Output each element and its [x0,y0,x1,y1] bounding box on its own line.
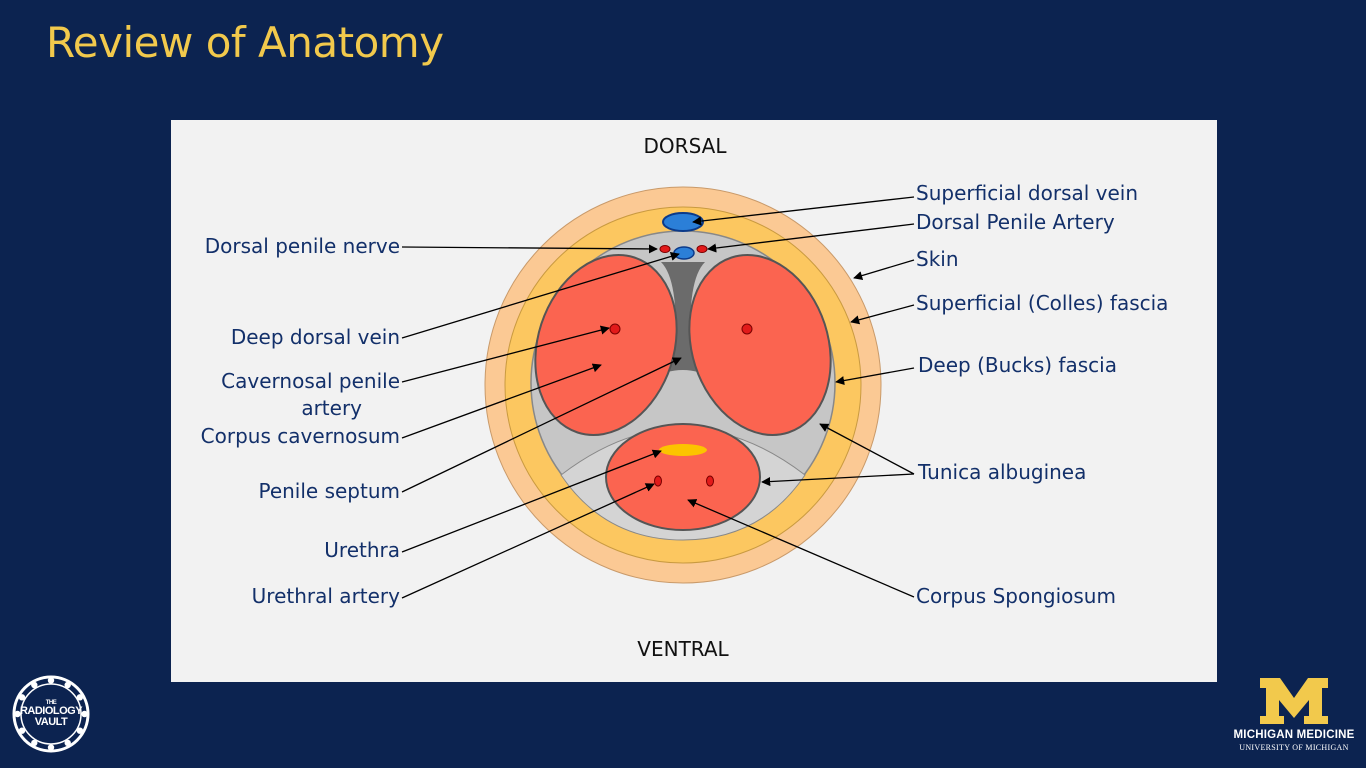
label-tunica-albuginea: Tunica albuginea [918,460,1087,484]
label-deep-dorsal-vein: Deep dorsal vein [230,325,400,349]
anatomy-diagram [401,186,915,599]
label-urethra: Urethra [324,538,400,562]
radiology-vault-text: THE RADIOLOGY VAULT [19,700,83,728]
michigan-m-logo [1260,678,1328,724]
dorsal-artery-right [696,245,708,253]
cavernosal-artery-left [609,323,621,335]
label-deep-fascia: Deep (Bucks) fascia [918,353,1117,377]
septum-region [649,262,716,380]
corpus-cavernosum-left [534,254,678,436]
urethral-artery-right [706,475,714,487]
orientation-dorsal: DORSAL [643,134,727,158]
orientation-ventral: VENTRAL [637,637,729,661]
label-corpus-cavernosum: Corpus cavernosum [200,424,400,448]
label-penile-septum: Penile septum [258,479,400,503]
diagram-panel: DORSAL VENTRAL Dorsal penile nerve Deep … [171,120,1217,682]
corpus-cavernosum-right [688,254,832,436]
label-superficial-dorsal-vein: Superficial dorsal vein [916,181,1139,205]
urethral-artery-left [654,475,662,487]
dorsal-artery-left [659,245,671,253]
radiology-vault-logo [12,675,90,753]
label-dorsal-penile-nerve: Dorsal penile nerve [204,234,400,258]
label-superficial-fascia: Superficial (Colles) fascia [916,291,1169,315]
label-urethral-artery: Urethral artery [251,584,400,608]
michigan-medicine-text: MICHIGAN MEDICINE [1233,729,1355,741]
label-corpus-spongiosum: Corpus Spongiosum [916,584,1116,608]
corpus-spongiosum [605,423,761,531]
urethra [659,444,707,456]
label-cavernosal-artery-1: Cavernosal penile [221,369,400,393]
slide-title: Review of Anatomy [46,18,444,67]
university-of-michigan-text: UNIVERSITY OF MICHIGAN [1239,743,1349,752]
cavernosal-artery-right [741,323,753,335]
label-cavernosal-artery-2: artery [301,396,362,420]
leader-lines [401,196,915,599]
deep-dorsal-vein [673,246,695,260]
label-dorsal-penile-artery: Dorsal Penile Artery [916,210,1115,234]
label-skin: Skin [916,247,959,271]
